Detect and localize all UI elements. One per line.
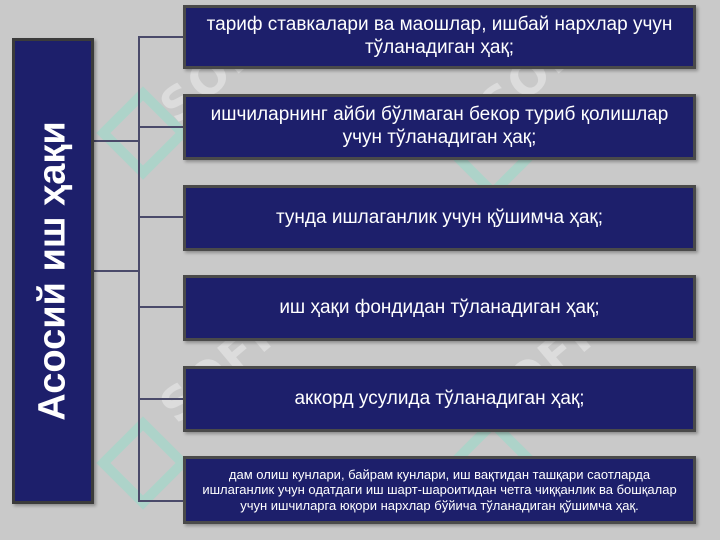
- connector-branch: [138, 398, 184, 400]
- component-box: тариф ставкалари ва маошлар, ишбай нархл…: [183, 5, 696, 69]
- component-box: тунда ишлаганлик учун қўшимча ҳақ;: [183, 185, 696, 251]
- watermark-logo-icon: [96, 416, 190, 510]
- main-title-box: Асосий иш ҳақи: [12, 38, 94, 504]
- component-box: аккорд усулида тўланадиган ҳақ;: [183, 366, 696, 432]
- connector-trunk: [138, 36, 140, 502]
- connector-branch: [138, 306, 184, 308]
- connector-branch: [138, 36, 184, 38]
- connector-title: [94, 140, 140, 142]
- main-title: Асосий иш ҳақи: [31, 121, 74, 421]
- component-box: иш ҳақи фондидан тўланадиган ҳақ;: [183, 275, 696, 341]
- connector-branch: [138, 500, 184, 502]
- component-box: ишчиларнинг айби бўлмаган бекор туриб қо…: [183, 94, 696, 160]
- watermark-logo-icon: [96, 86, 190, 180]
- connector-branch: [138, 216, 184, 218]
- component-box: дам олиш кунлари, байрам кунлари, иш вақ…: [183, 456, 696, 524]
- connector-branch: [138, 126, 184, 128]
- connector-title: [94, 270, 140, 272]
